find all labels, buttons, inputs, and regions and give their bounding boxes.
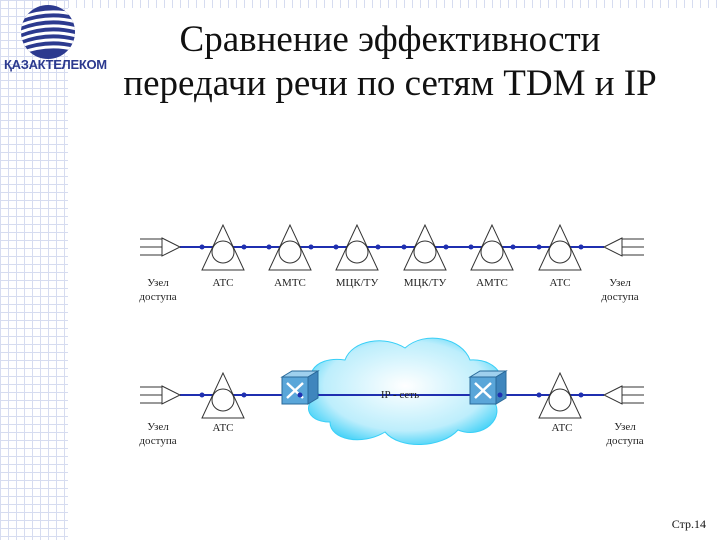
switch-node-icon: [401, 223, 449, 271]
grid-top-strip: [68, 0, 720, 8]
ip-node-label: АТС: [212, 422, 233, 434]
tdm-node-label: МЦК/ТУ: [336, 277, 379, 289]
kazakhtelecom-logo-icon: [21, 5, 75, 59]
title-line-2: передачи речи по сетям TDM и IP: [123, 63, 657, 104]
page-number: Стр.14: [671, 517, 706, 531]
tdm-right-terminal-label: Узел: [609, 277, 631, 289]
tdm-left-terminal-label: доступа: [139, 291, 176, 303]
title-line-1: Сравнение эффективности: [179, 19, 601, 60]
access-node-icon: [602, 385, 644, 405]
switch-node-icon: [536, 223, 584, 271]
tdm-chain: Узел доступа АТС АМТС МЦК/ТУ МЦК/ТУ АМТС…: [139, 223, 644, 303]
tdm-node-label: АТС: [549, 277, 570, 289]
tdm-left-terminal-label: Узел: [147, 277, 169, 289]
tdm-node-label: МЦК/ТУ: [404, 277, 447, 289]
switch-node-icon: [199, 371, 247, 419]
ip-chain: IP - сеть Узел доступа АТС АТС Узел дост…: [139, 337, 644, 447]
tdm-node-label: АМТС: [274, 277, 306, 289]
ip-right-terminal-label: доступа: [606, 435, 643, 447]
switch-node-icon: [536, 371, 584, 419]
tdm-node-label: АМТС: [476, 277, 508, 289]
switch-node-icon: [468, 223, 516, 271]
router-icon: [280, 370, 320, 405]
access-node-icon: [602, 237, 644, 257]
tdm-node-label: АТС: [212, 277, 233, 289]
access-node-icon: [140, 237, 182, 257]
switch-node-icon: [266, 223, 314, 271]
ip-node-label: АТС: [551, 422, 572, 434]
ip-left-terminal-label: доступа: [139, 435, 176, 447]
grid-background: [0, 0, 68, 540]
switch-node-icon: [333, 223, 381, 271]
logo-text: ҚАЗАКТЕЛЕКОМ: [4, 57, 107, 72]
tdm-right-terminal-label: доступа: [601, 291, 638, 303]
ip-right-terminal-label: Узел: [614, 421, 636, 433]
slide-title: Сравнение эффективности передачи речи по…: [60, 18, 720, 106]
router-icon: [468, 370, 508, 405]
ip-cloud-label: IP - сеть: [381, 389, 419, 401]
switch-node-icon: [199, 223, 247, 271]
ip-left-terminal-label: Узел: [147, 421, 169, 433]
access-node-icon: [140, 385, 182, 405]
